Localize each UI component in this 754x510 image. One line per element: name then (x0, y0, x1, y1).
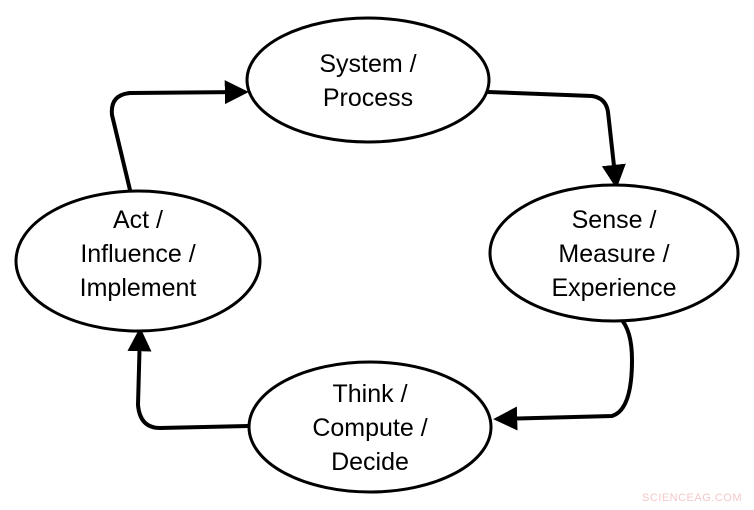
node-sense-line-3: Experience (551, 274, 676, 302)
node-act-influence-implement: Act / Influence / Implement (14, 189, 262, 333)
node-think-line-1: Think / (332, 380, 407, 408)
node-act-line-1: Act / (113, 206, 163, 234)
node-think-line-2: Compute / (312, 414, 427, 442)
node-think-line-3: Decide (331, 448, 409, 476)
node-system-process: System / Process (245, 16, 491, 144)
edge-act-to-system (109, 80, 249, 192)
edge-system-to-sense (486, 90, 626, 189)
edge-think-to-act (127, 327, 250, 431)
node-think-compute-decide: Think / Compute / Decide (247, 360, 493, 494)
node-system-line-1: System / (319, 50, 416, 78)
edge-sense-to-think (493, 316, 635, 431)
node-sense-line-1: Sense / (572, 206, 657, 234)
node-act-line-3: Implement (80, 274, 197, 302)
node-act-line-2: Influence / (80, 240, 195, 268)
node-sense-measure-experience: Sense / Measure / Experience (488, 183, 740, 323)
node-system-line-2: Process (323, 84, 413, 112)
node-sense-line-2: Measure / (558, 240, 669, 268)
watermark: SCIENCEAG.COM (641, 492, 742, 504)
